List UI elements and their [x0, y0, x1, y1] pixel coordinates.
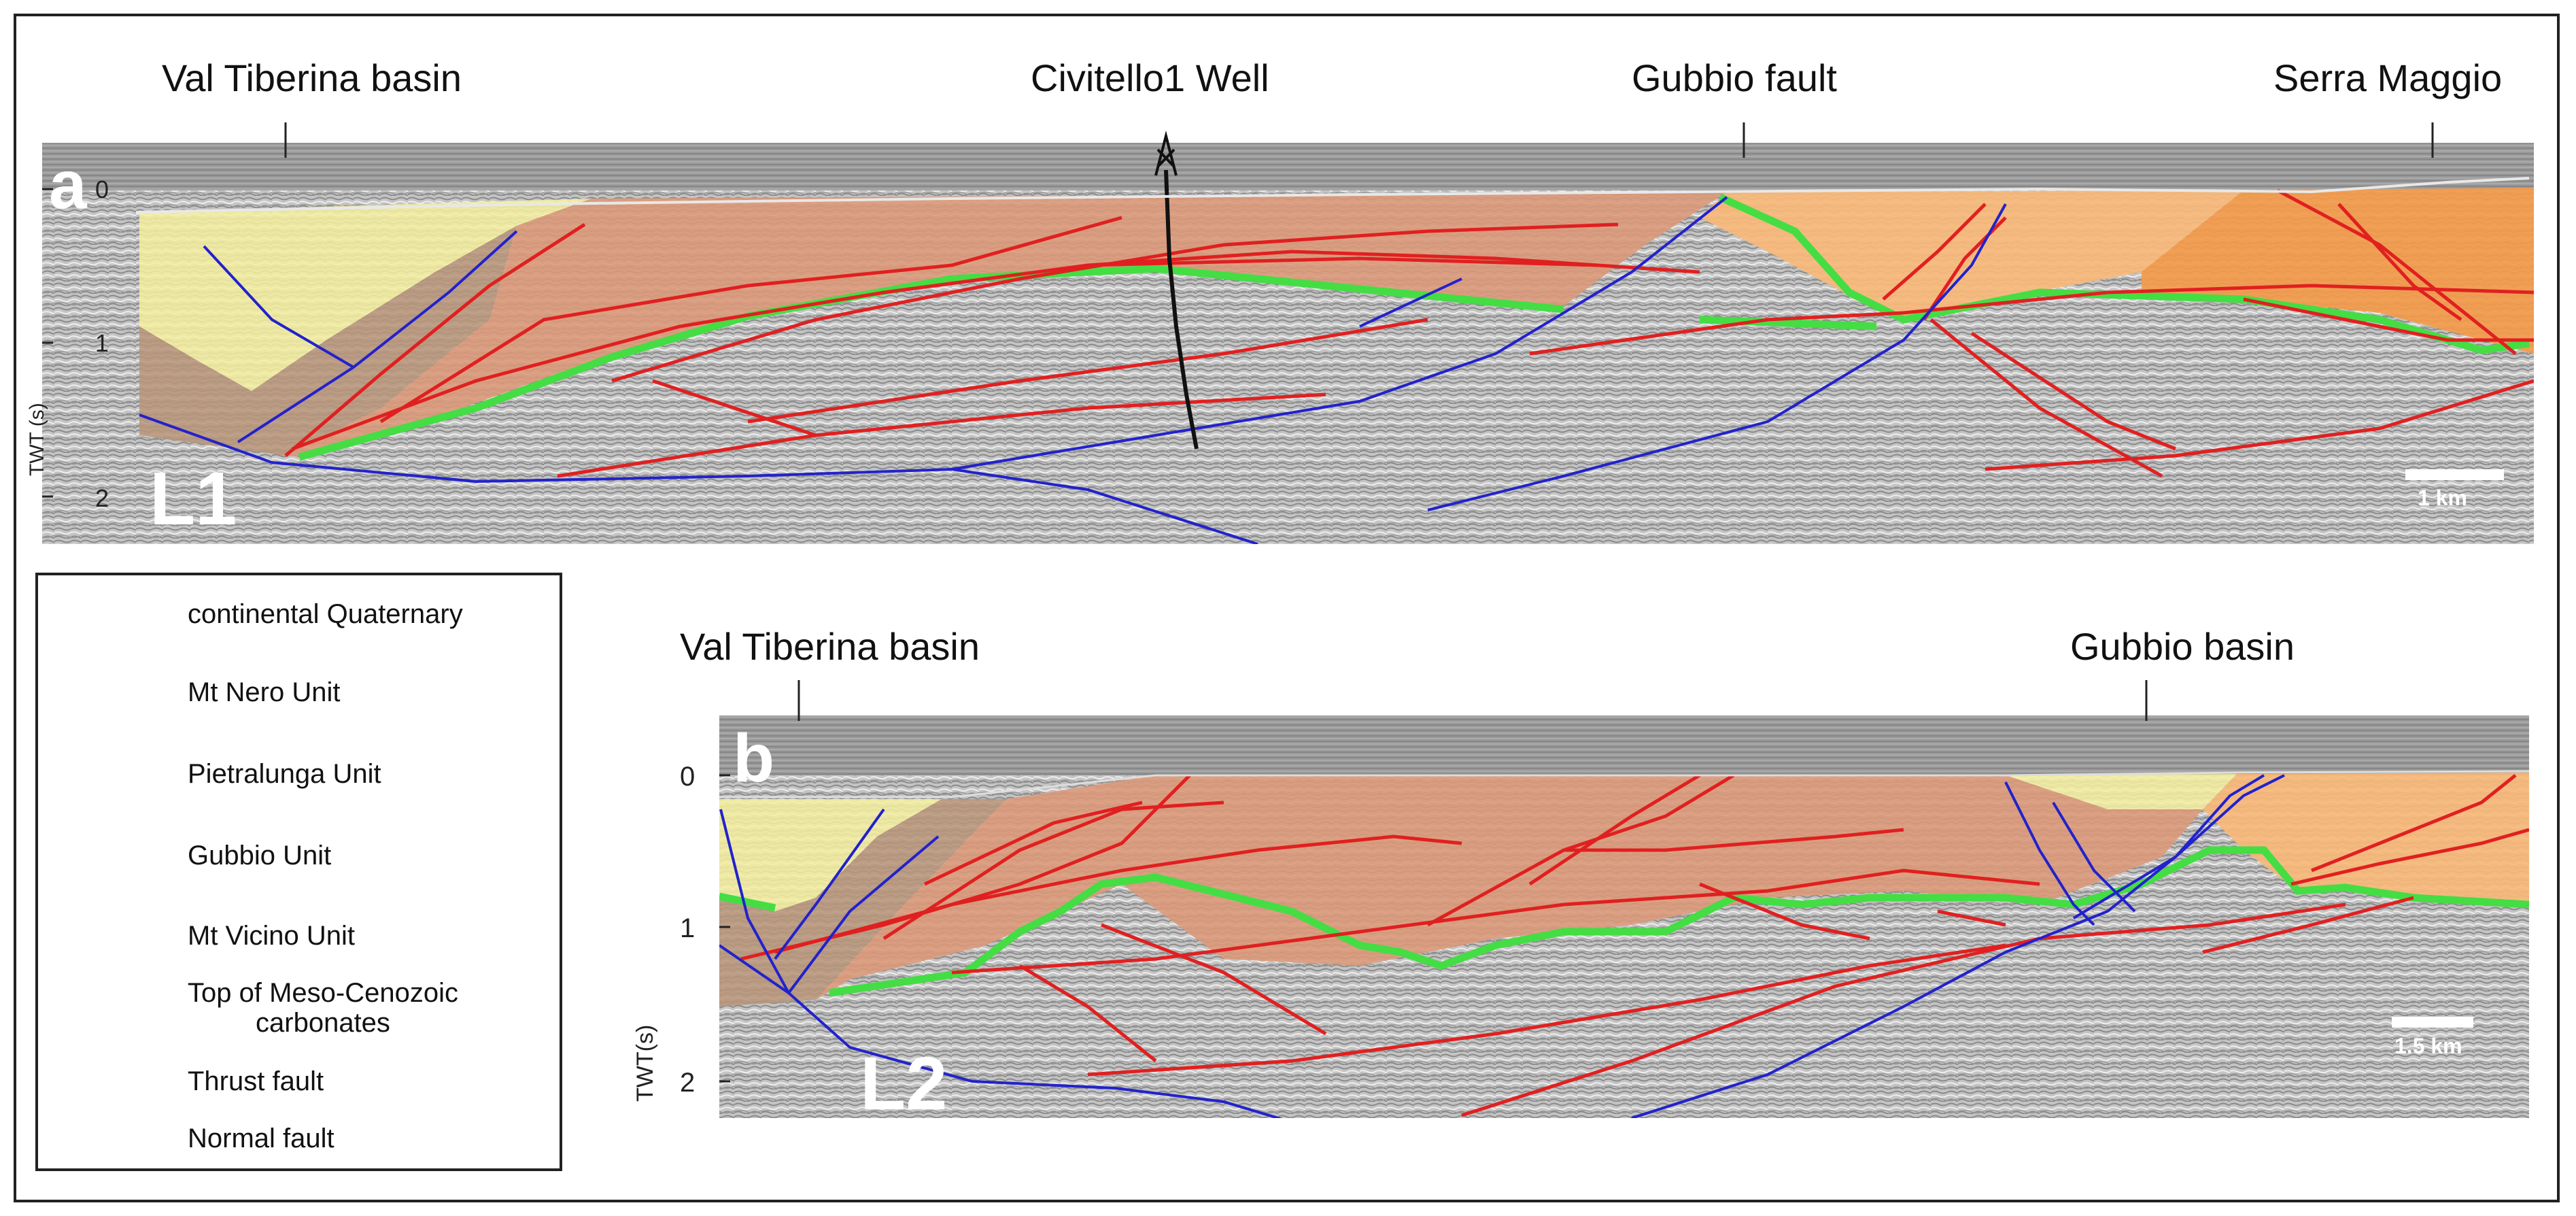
panel-b-tick-0: 0	[680, 762, 695, 792]
legend-label-gubbio: Gubbio Unit	[188, 841, 332, 871]
legend-label-mt-nero: Mt Nero Unit	[188, 677, 341, 707]
panel-a-section	[42, 131, 2534, 544]
panel-a-letter: a	[49, 147, 87, 223]
annotation-gubbio-basin: Gubbio basin	[2070, 625, 2295, 668]
panel-b-section	[719, 715, 2530, 1118]
panel-a-tick-1: 1	[95, 329, 109, 357]
panel-a-mt-nero-fill	[139, 226, 517, 456]
panel-a-gubbio-fill	[1700, 190, 2244, 320]
legend-label-quaternary: continental Quaternary	[188, 599, 463, 629]
panel-b-top-carbonates	[829, 846, 2529, 997]
panel-b-line-label: L2	[860, 1042, 948, 1126]
panel-a-line-label: L1	[150, 457, 237, 541]
panel-a-axis-label: TWT (s)	[26, 403, 48, 476]
panel-b-axis-label: TWT(s)	[632, 1024, 658, 1102]
panel-a-normal-faults	[139, 196, 2007, 544]
panel-b-thrust-faults	[740, 773, 2529, 1117]
panel-b-tick-1: 1	[680, 913, 695, 943]
legend: continental Quaternary Mt Nero Unit Piet…	[35, 573, 562, 1171]
panel-a-scale-bar	[2405, 469, 2504, 480]
legend-label-thrust: Thrust fault	[188, 1066, 324, 1096]
figure-frame	[14, 14, 2560, 1202]
legend-label-pietralunga: Pietralunga Unit	[188, 759, 381, 789]
panel-b-scale-bar	[2392, 1017, 2473, 1028]
panel-a-quaternary-fill	[139, 199, 591, 391]
panel-b-scale-label: 1.5 km	[2394, 1034, 2462, 1058]
panel-a-mt-vicino-fill	[2142, 188, 2534, 354]
panel-a-tick-0: 0	[95, 175, 109, 203]
panel-b-letter: b	[733, 720, 775, 796]
annotation-val-tiberina-a: Val Tiberina basin	[162, 56, 462, 99]
panel-b-tick-2: 2	[680, 1068, 695, 1098]
panel-b-normal-faults	[719, 774, 2285, 1118]
annotation-serra-maggio: Serra Maggio	[2273, 56, 2503, 99]
panel-b-mt-nero-fill	[719, 799, 1006, 1007]
panel-a-scale-label: 1 km	[2418, 486, 2467, 510]
panel-a-tick-2: 2	[95, 484, 109, 512]
legend-label-mt-vicino: Mt Vicino Unit	[188, 921, 356, 951]
panel-b-quaternary-fill	[719, 799, 942, 911]
derrick-icon	[1154, 131, 1178, 176]
well-track	[1164, 169, 1199, 450]
panel-b-pietralunga-fill	[816, 775, 2203, 1000]
legend-label-normal: Normal fault	[188, 1124, 334, 1153]
annotation-civitello-well: Civitello1 Well	[1031, 56, 1269, 99]
annotation-gubbio-fault: Gubbio fault	[1632, 56, 1837, 99]
panel-a-thrust-faults	[284, 188, 2534, 478]
legend-label-top-carbonates: Top of Meso-Cenozoic carbonates	[188, 978, 458, 1038]
panel-b-quaternary-east	[2006, 774, 2237, 809]
annotation-val-tiberina-b: Val Tiberina basin	[680, 625, 980, 668]
